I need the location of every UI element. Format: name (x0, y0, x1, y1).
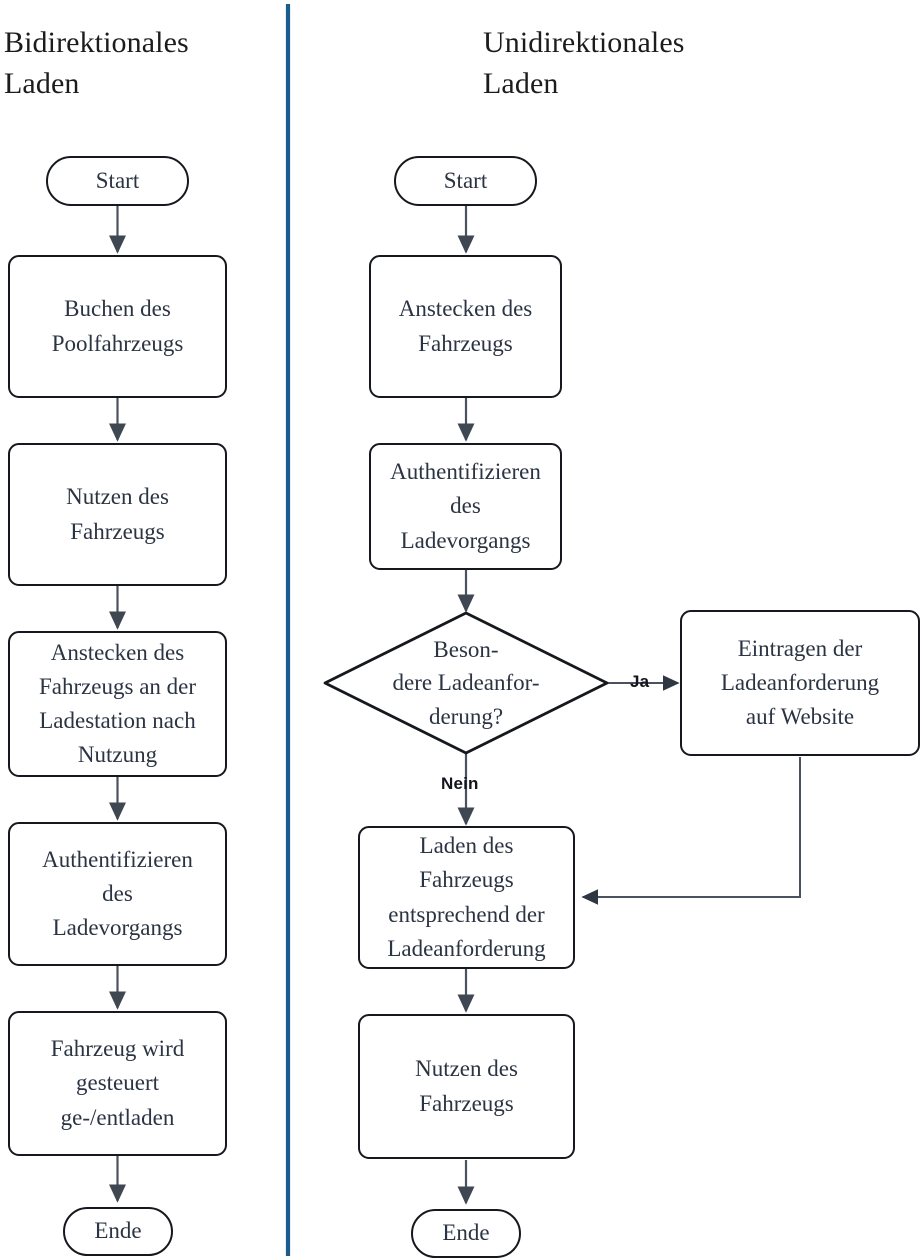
edge-label-ja: Ja (630, 672, 650, 691)
node-label: Fahrzeug wird gesteuert ge-/entladen (50, 1036, 185, 1130)
node-left-ende[interactable]: Ende (63, 1207, 173, 1256)
node-right-eintragen-website[interactable]: Eintragen der Ladeanforderung auf Websit… (680, 610, 920, 756)
node-label: Start (443, 167, 488, 193)
node-right-nutzen-fahrzeugs[interactable]: Nutzen des Fahrzeugs (358, 1014, 575, 1159)
node-right-ende[interactable]: Ende (411, 1209, 521, 1258)
node-label: Anstecken des Fahrzeugs (398, 296, 533, 356)
node-label: Buchen des Poolfahrzeugs (51, 296, 184, 356)
node-left-fahrzeug-gesteuert-geladen[interactable]: Fahrzeug wird gesteuert ge-/entladen (8, 1011, 227, 1156)
node-label: Nutzen des Fahrzeugs (66, 484, 169, 544)
node-left-anstecken-ladestation[interactable]: Anstecken des Fahrzeugs an der Ladestati… (8, 631, 227, 777)
node-label: Nutzen des Fahrzeugs (415, 1056, 518, 1116)
node-right-start[interactable]: Start (394, 156, 537, 206)
node-right-authentifizieren-ladevorgangs[interactable]: Authentifizieren des Ladevorgangs (369, 443, 562, 570)
node-left-buchen-poolfahrzeugs[interactable]: Buchen des Poolfahrzeugs (8, 255, 227, 398)
node-left-start[interactable]: Start (46, 156, 189, 206)
node-label: Laden des Fahrzeugs entsprechend der Lad… (387, 833, 546, 961)
node-label: Anstecken des Fahrzeugs an der Ladestati… (38, 639, 197, 768)
node-label: Ende (442, 1220, 490, 1246)
node-label: Start (95, 167, 140, 193)
column-title-bidirectional: Bidirektionales Laden (4, 26, 189, 101)
node-label: Authentifizieren des Ladevorgangs (390, 459, 541, 553)
node-left-authentifizieren-ladevorgangs[interactable]: Authentifizieren des Ladevorgangs (8, 822, 227, 966)
node-label: Authentifizieren des Ladevorgangs (42, 846, 193, 941)
decision-diamond-shape (323, 611, 609, 755)
column-title-unidirectional: Unidirektionales Laden (483, 26, 685, 101)
arrow-website-to-laden (581, 757, 801, 905)
node-right-anstecken-fahrzeugs[interactable]: Anstecken des Fahrzeugs (369, 255, 562, 398)
node-right-laden-entsprechend[interactable]: Laden des Fahrzeugs entsprechend der Lad… (358, 826, 575, 969)
node-left-nutzen-fahrzeugs[interactable]: Nutzen des Fahrzeugs (8, 443, 227, 586)
edge-label-nein: Nein (441, 774, 479, 793)
node-label: Ende (94, 1218, 142, 1244)
node-label: Eintragen der Ladeanforderung auf Websit… (720, 635, 880, 730)
